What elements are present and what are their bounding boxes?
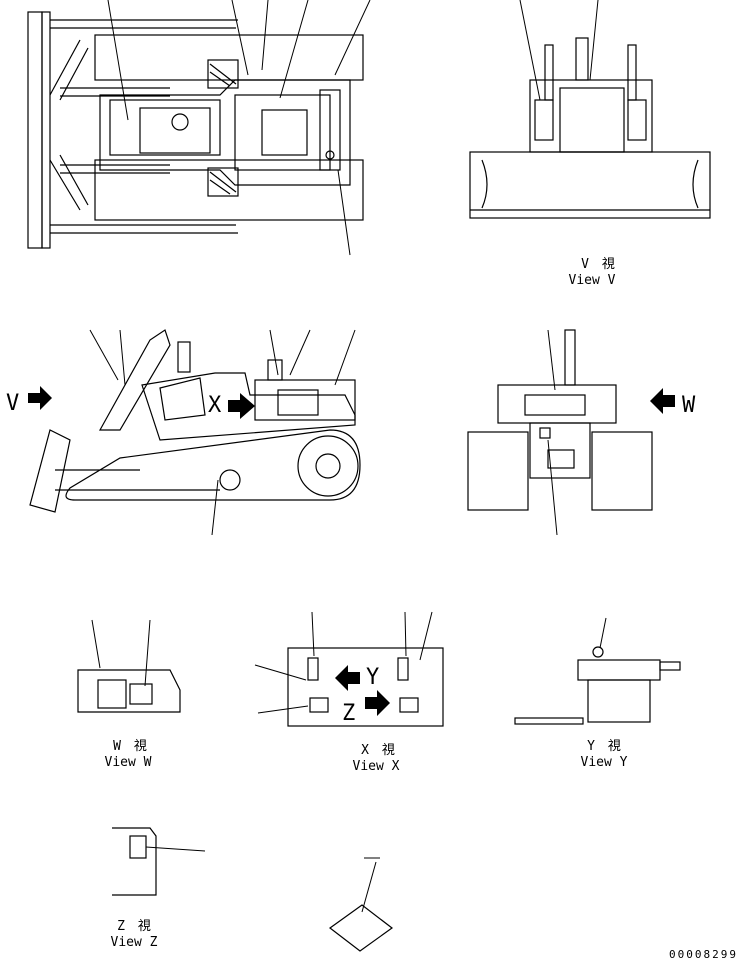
view-x-caption-en: View X [353, 759, 400, 774]
view-x-arrow [228, 393, 255, 419]
view-z-caption-jp: Z 視 [117, 919, 151, 934]
view-w-caption-en: View W [105, 755, 152, 770]
view-x-panel [254, 611, 444, 727]
side-view [29, 329, 361, 536]
view-w-caption-jp: W 視 [113, 739, 147, 754]
top-view [27, 0, 371, 256]
view-z-marker: Z [342, 701, 355, 726]
view-w-arrow-label: W [682, 393, 696, 418]
view-v-arrow-label: V [6, 391, 19, 416]
drawing-number: 00008299 [669, 948, 738, 961]
view-y-caption-jp: Y 視 [587, 739, 621, 754]
view-x-caption-jp: X 視 [361, 743, 395, 758]
view-v-arrow [28, 386, 52, 410]
view-v-caption-en: View V [569, 273, 616, 288]
view-z-detail [112, 827, 206, 896]
view-y-side [514, 617, 681, 725]
view-y-arrow [335, 665, 360, 691]
view-z-caption-en: View Z [111, 935, 158, 950]
view-v-caption-jp: V 視 [581, 257, 615, 272]
loose-decal-sheet [328, 857, 394, 952]
view-y-caption-en: View Y [581, 755, 628, 770]
view-x-marker: X [208, 393, 222, 418]
rear-view [467, 329, 653, 536]
view-y-marker: Y [366, 665, 379, 690]
view-z-arrow [365, 690, 390, 716]
view-w-arrow [650, 388, 675, 414]
view-w-side [77, 619, 181, 713]
view-v-front [469, 0, 711, 219]
